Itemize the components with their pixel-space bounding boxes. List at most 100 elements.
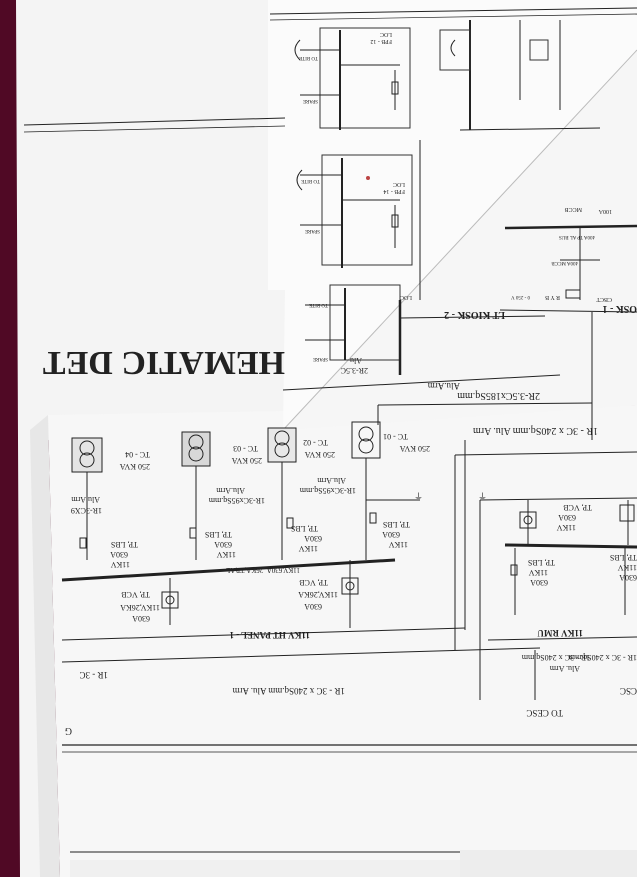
feeder-block-2: FPB - 14 LOC TO BITE SPARE xyxy=(296,154,413,268)
kiosk-1-bus xyxy=(504,224,637,230)
spare-label: SPARE xyxy=(313,356,328,361)
tc04-tag: TC - 04 xyxy=(125,450,150,459)
rmu-title: 11KV RMU xyxy=(537,628,583,638)
tc02-rating: 250 KVA xyxy=(304,450,335,459)
upper-frame-line xyxy=(269,7,637,15)
rmu-vcb-2 xyxy=(619,500,635,545)
lbs-amp: 630A xyxy=(110,550,128,559)
cable-185-label: 2R-3.5Cx185Sq.mm xyxy=(457,390,540,401)
rmu-vcb: TP, VCB 630A 11KV xyxy=(519,500,592,545)
earth-symbol-rmu: ⏚ xyxy=(478,492,487,502)
upper-sheet xyxy=(268,0,637,430)
to-bite-label: TO BITE xyxy=(301,178,320,183)
tc03-tag: TC - 03 xyxy=(233,444,258,453)
feeder-sub: LOC xyxy=(400,294,412,300)
lower-sheet xyxy=(48,405,637,877)
upper-cable-line xyxy=(282,374,561,391)
left-sheet-line xyxy=(23,117,286,126)
rmu-lbs-2: TP, LBS 11KV 630A xyxy=(610,548,637,615)
to-bite-label: TO BITE xyxy=(299,55,318,60)
vcb-incomer: TP, VCB 11KV,26KA 630A xyxy=(298,560,359,628)
spare-label: SPARE xyxy=(305,228,320,233)
transformer-tc04: TC - 04 250 KVA xyxy=(71,437,150,473)
ryb-label: R Y B xyxy=(545,294,560,300)
rmu-vcb-type: TP, VCB xyxy=(563,503,592,512)
cesc-cable-line xyxy=(61,647,541,663)
amp-100-label: 100A xyxy=(598,208,612,214)
lower-sheet-edge xyxy=(30,415,60,877)
g-fragment: G xyxy=(65,725,72,736)
range-label: 0 - 250 V xyxy=(511,294,530,299)
cable-2r-label: 2R-3.5C xyxy=(341,366,368,375)
rmu-box xyxy=(487,636,637,641)
main-cable-bottom: 1R - 3C x 240Sq.mm Alu. Arm xyxy=(232,686,345,696)
busbar-label: 11KV,630A, 26KA,TP,AL xyxy=(226,566,300,574)
feeder-block-1: FPB - 12 LOC TO BITE SPARE xyxy=(294,27,411,130)
cbct-label: CBCT xyxy=(596,296,612,302)
left-sheet-line xyxy=(23,125,286,133)
upper-frame-line xyxy=(269,13,637,21)
spare-label: SPARE xyxy=(303,98,318,103)
tc02-tag: TC - 02 xyxy=(303,438,328,447)
tc04-rating: 250 KVA xyxy=(119,462,150,471)
rmu-cable-b: Alu. Arm xyxy=(549,664,580,673)
rmu-lbs-amp: 630A xyxy=(530,578,548,587)
lbs-kv: 11KV xyxy=(299,544,318,553)
feeder-sub: LOC xyxy=(393,181,405,187)
cable-cont-right: 1R - 3C x 240Sq.mm xyxy=(568,653,637,662)
panel-feed xyxy=(454,451,637,456)
vcb-kv: 11KV,26KA xyxy=(120,603,160,612)
transformer-tc01: TC - 01 250 KVA xyxy=(351,421,430,459)
rmu-lbs2-kv: 11KV xyxy=(618,563,637,572)
cable-95-label-b: 1R-3Cx95Sq.mm xyxy=(208,496,265,505)
cable-route xyxy=(377,402,593,406)
bus-label: 400A TP AL BUS xyxy=(559,234,595,239)
vcb-amp: 630A xyxy=(304,602,322,611)
mccb-400-label: 400A MCCB xyxy=(551,260,578,265)
lbs-type: TP, LBS xyxy=(383,520,410,529)
title-fragment: HEMATIC DET xyxy=(43,344,285,381)
kiosk-box xyxy=(399,315,546,319)
lbs-kv: 11KV xyxy=(217,550,236,559)
rmu-lbs2-type: TP, LBS xyxy=(610,553,637,562)
vcb-type: TP, VCB xyxy=(121,590,150,599)
lbs-type: TP, LBS xyxy=(111,540,138,549)
kiosk-1-box xyxy=(499,309,637,313)
cable-95-label-a: 1R-3Cx95Sq.mm xyxy=(299,486,356,495)
sheet-bottom-edge xyxy=(460,850,637,877)
transformer-tc03: TC - 03 250 KVA xyxy=(181,431,262,467)
rmu-lbs-kv: 11KV xyxy=(529,568,548,577)
rmu-box xyxy=(479,497,637,501)
to-bite-label: TO BITE xyxy=(309,302,328,307)
tc03-rating: 250 KVA xyxy=(231,456,262,465)
feeder-sub: LOC xyxy=(380,31,392,37)
cesc-fragment: CSC xyxy=(620,686,637,696)
sheet-bottom-edge xyxy=(70,860,460,877)
upper-right-block xyxy=(439,20,601,131)
cable-95-alu-a: Alu.Arm xyxy=(317,476,346,485)
lbs-1: TP, LBS 630A 11KV xyxy=(369,512,410,549)
rmu-cable-a: 1R - 3C x 240Sq.mm xyxy=(521,653,590,662)
lbs-kv: 11KV xyxy=(111,560,130,569)
earth-symbol: ⏚ xyxy=(414,492,423,502)
rmu-busbar xyxy=(504,543,637,549)
rmu-lbs2-amp: 630A xyxy=(619,573,637,582)
rmu-vcb-amp: 630A xyxy=(558,513,576,522)
cable-frag-alu: Alu.Arm xyxy=(71,495,100,504)
feeder-name: FPB - 12 xyxy=(370,38,392,44)
vcb-outgoing: TP, VCB 11KV,26KA 630A xyxy=(120,578,179,625)
lbs-amp: 630A xyxy=(382,530,400,539)
feeder-name: FPB - 14 xyxy=(383,188,405,194)
to-cesc-label: TO CESC xyxy=(526,708,563,718)
vcb-amp: 630A xyxy=(132,614,150,623)
ht-panel-title: 11KV HT PANEL - 1 xyxy=(229,630,310,640)
kiosk-2-label: LT KIOSK - 2 xyxy=(444,309,505,320)
lbs-3: TP, LBS 630A 11KV xyxy=(189,527,236,559)
lbs-4: TP, LBS 630A 11KV xyxy=(79,537,138,569)
lbs-amp: 630A xyxy=(304,534,322,543)
ht-panel-busbar xyxy=(61,558,396,582)
rmu-lbs-type: TP, LBS xyxy=(528,558,555,567)
ht-panel-box xyxy=(61,627,466,641)
vcb-kv: 11KV,26KA xyxy=(298,590,338,599)
